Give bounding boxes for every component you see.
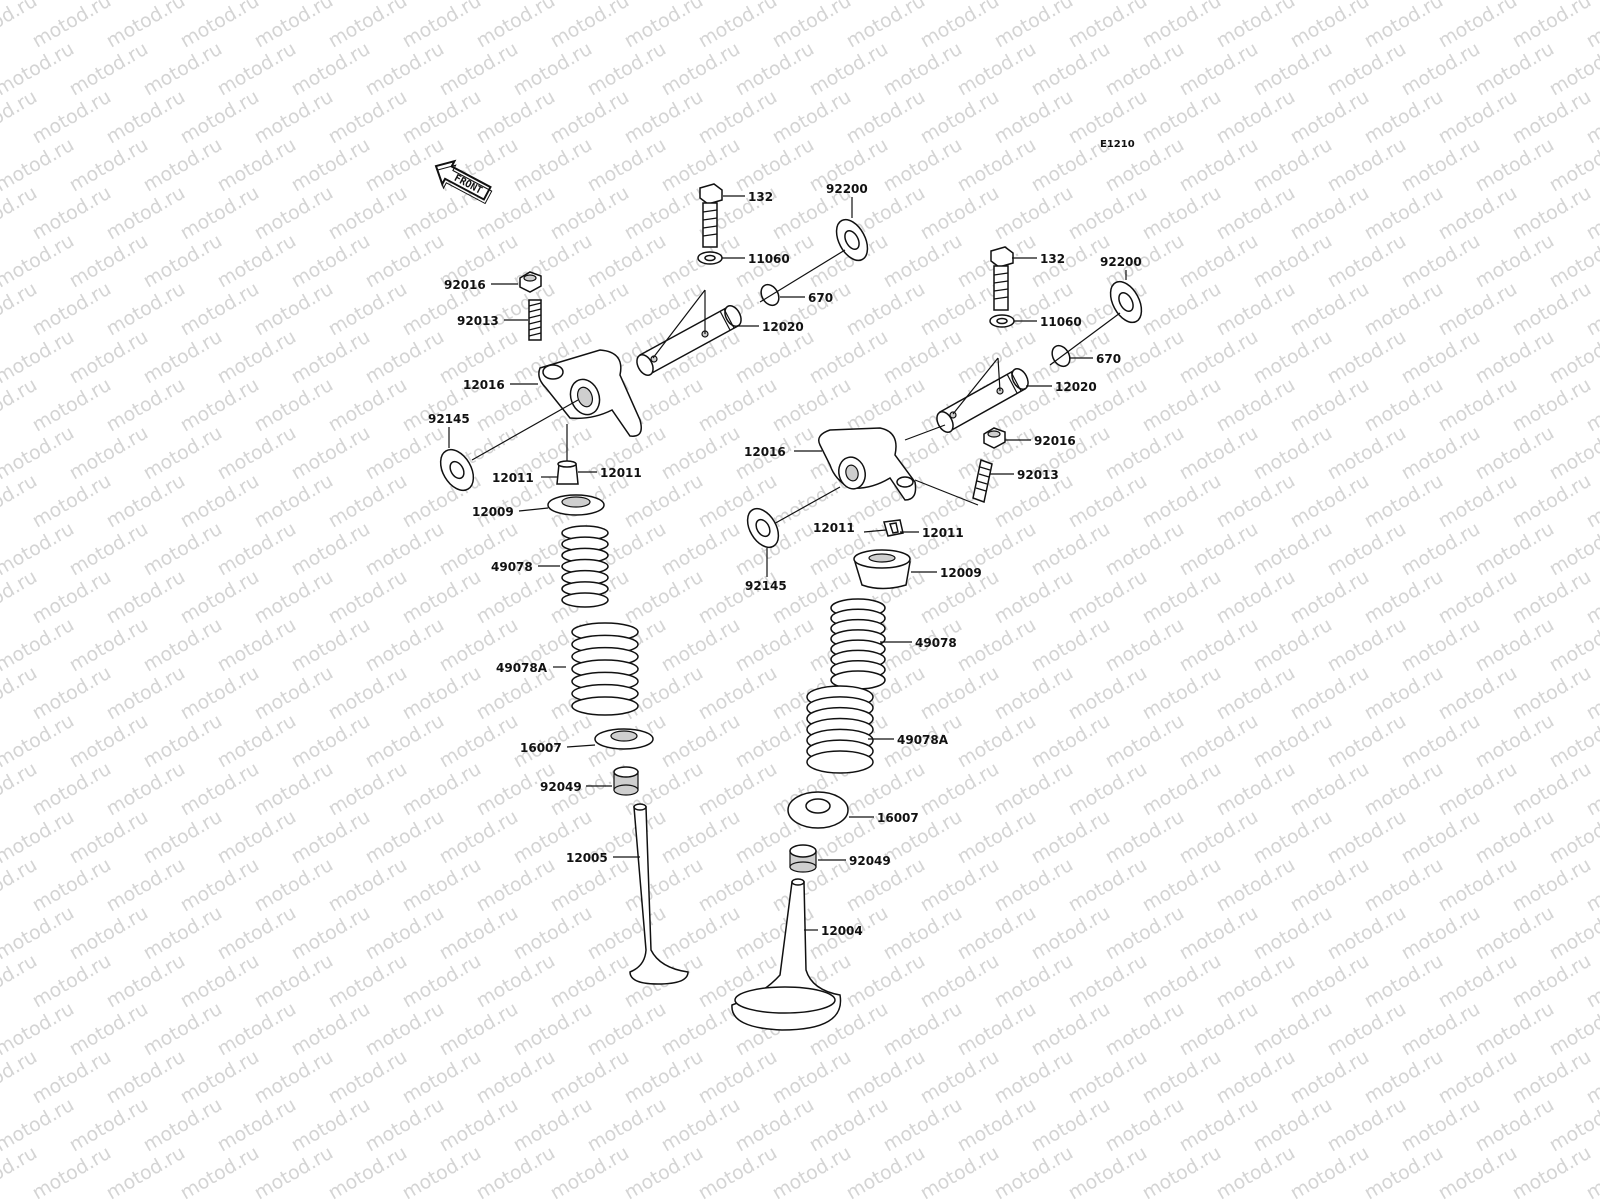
o-ring-670-left: [760, 283, 780, 307]
label-670-left: 670: [808, 291, 833, 305]
screw-92013-right: [972, 458, 993, 504]
label-49078-right: 49078: [915, 636, 957, 650]
left-valve-assembly: [439, 183, 869, 985]
spring-coil: [571, 696, 639, 716]
cotter-12011-right: [883, 519, 904, 537]
screw-92013-left: [528, 299, 542, 341]
label-12009-left: 12009: [472, 505, 514, 519]
label-49078-left: 49078: [491, 560, 533, 574]
label-16007-left: 16007: [520, 741, 562, 755]
label-132-left: 132: [748, 190, 773, 204]
spring-49078A-left: [571, 622, 639, 716]
label-12011-right-b: 12011: [922, 526, 964, 540]
washer-92200-left: [835, 218, 869, 262]
spring-coil: [806, 750, 874, 774]
valve-12005-exhaust: [629, 803, 689, 985]
label-11060-right: 11060: [1040, 315, 1082, 329]
right-valve-assembly: [731, 246, 1143, 1031]
front-arrow-icon: FRONT: [434, 159, 493, 205]
part-labels: 132 11060 92200 670 12020 92016 92013 12…: [428, 182, 1142, 938]
label-92200-right: 92200: [1100, 255, 1142, 269]
spring-49078-right: [830, 598, 886, 690]
rocker-arm-12016-left: [538, 349, 642, 437]
label-12011-left-b: 12011: [600, 466, 642, 480]
label-132-right: 132: [1040, 252, 1065, 266]
retainer-12009-right: [853, 549, 911, 590]
label-16007-right: 16007: [877, 811, 919, 825]
label-49078A-right: 49078A: [897, 733, 949, 747]
spring-seat-16007-left: [594, 728, 654, 750]
label-12011-left-a: 12011: [492, 471, 534, 485]
label-92049-right: 92049: [849, 854, 891, 868]
bolt-132-left: [699, 183, 723, 248]
spring-49078A-right: [806, 685, 874, 774]
label-12005: 12005: [566, 851, 608, 865]
washer-92200-right: [1109, 280, 1143, 324]
nut-92016-left: [519, 271, 542, 293]
label-92013-right: 92013: [1017, 468, 1059, 482]
label-92016-left: 92016: [444, 278, 486, 292]
spring-49078-left: [561, 525, 609, 608]
label-12011-right-a: 12011: [813, 521, 855, 535]
label-49078A-left: 49078A: [496, 661, 548, 675]
label-92016-right: 92016: [1034, 434, 1076, 448]
stem-seal-92049-left: [613, 766, 639, 796]
label-12020-left: 12020: [762, 320, 804, 334]
label-92145-left: 92145: [428, 412, 470, 426]
valve-12004-intake: [731, 878, 842, 1031]
rocker-shaft-12020-right: [936, 367, 1029, 434]
label-12009-right: 12009: [940, 566, 982, 580]
stem-seal-92049-right: [789, 844, 817, 873]
label-670-right: 670: [1096, 352, 1121, 366]
spring-coil: [561, 592, 609, 608]
label-92200-left: 92200: [826, 182, 868, 196]
rocker-arm-12016-right: [818, 427, 917, 501]
label-12020-right: 12020: [1055, 380, 1097, 394]
washer-92145-left: [439, 448, 475, 492]
diagram-code: E1210: [1100, 139, 1135, 150]
label-92145-right: 92145: [745, 579, 787, 593]
spring-seat-16007-right: [787, 791, 849, 829]
o-ring-670-right: [1051, 344, 1071, 368]
label-12016-left: 12016: [463, 378, 505, 392]
rocker-shaft-12020-left: [636, 304, 742, 377]
nut-92016-right: [983, 427, 1006, 449]
label-92013-left: 92013: [457, 314, 499, 328]
leader-lines: [448, 195, 1127, 931]
retainer-12009-left: [547, 494, 605, 516]
label-12004: 12004: [821, 924, 863, 938]
label-92049-left: 92049: [540, 780, 582, 794]
cotter-12011-left: [556, 460, 579, 485]
washer-92145-right: [746, 507, 780, 549]
label-11060-left: 11060: [748, 252, 790, 266]
label-12016-right: 12016: [744, 445, 786, 459]
bolt-132-right: [990, 246, 1014, 311]
